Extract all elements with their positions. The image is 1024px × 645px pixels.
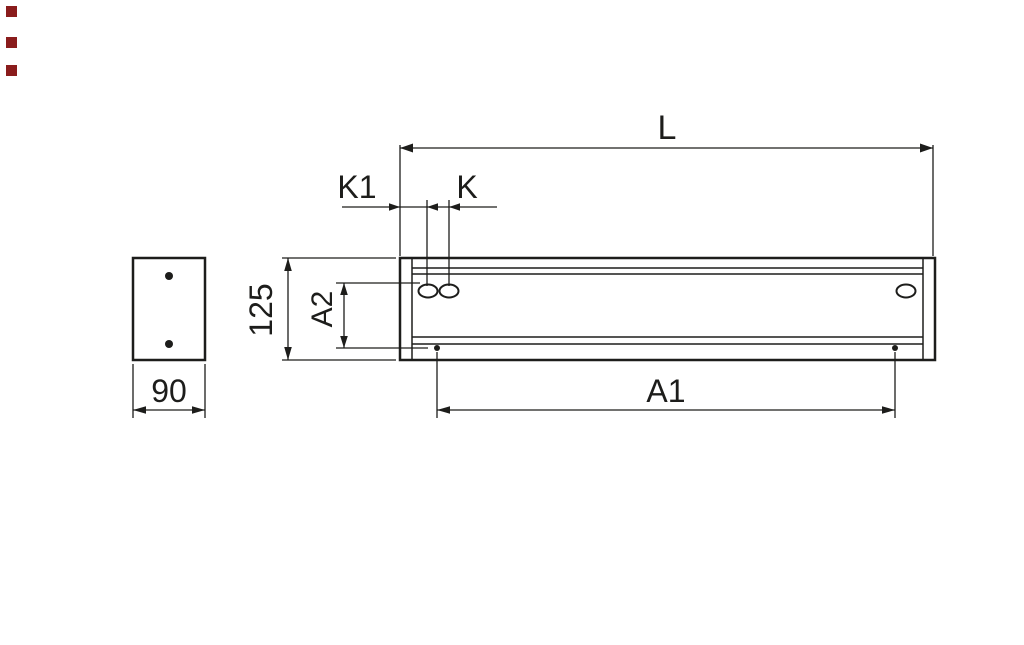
length-dimension-l: L xyxy=(399,109,934,256)
k-label: K xyxy=(456,169,477,205)
arrowhead-bottom xyxy=(340,336,348,348)
fixing-hole-left xyxy=(434,345,440,351)
arrowhead-hole-1 xyxy=(427,203,438,211)
arrowhead-right xyxy=(882,406,895,414)
side-view-outline xyxy=(398,256,937,362)
height-dimension-125: 125 xyxy=(243,257,396,361)
length-label: L xyxy=(658,109,677,147)
red-marker-1 xyxy=(6,6,17,17)
red-marker-2 xyxy=(6,37,17,48)
arrowhead-bottom xyxy=(284,347,292,360)
end-view xyxy=(131,256,207,362)
arrowhead-hole-2 xyxy=(449,203,460,211)
arrowhead-top xyxy=(340,283,348,295)
width-dimension-90: 90 xyxy=(132,364,206,418)
k1-k-dimension: K1 K xyxy=(337,169,497,286)
arrowhead-left xyxy=(133,406,146,414)
k1-label: K1 xyxy=(337,169,376,205)
a1-label: A1 xyxy=(646,373,685,409)
arrowhead-right xyxy=(920,143,933,153)
width-label: 90 xyxy=(151,373,187,409)
a2-dimension: A2 xyxy=(306,282,428,349)
end-view-hole-bottom xyxy=(165,340,173,348)
arrowhead-left xyxy=(400,143,413,153)
mounting-slot-left-2 xyxy=(438,283,460,299)
arrowhead-right xyxy=(192,406,205,414)
corner-markers xyxy=(6,6,17,76)
end-view-hole-top xyxy=(165,272,173,280)
end-view-outline xyxy=(131,256,207,362)
arrowhead-top xyxy=(284,258,292,271)
fixing-hole-right xyxy=(892,345,898,351)
red-marker-3 xyxy=(6,65,17,76)
height-label: 125 xyxy=(243,283,279,336)
a2-label: A2 xyxy=(306,291,339,328)
arrowhead-profile-edge xyxy=(389,203,400,211)
mounting-slot-left-1 xyxy=(417,283,439,299)
side-view xyxy=(398,256,937,362)
arrowhead-left xyxy=(437,406,450,414)
a1-dimension: A1 xyxy=(436,352,896,418)
mounting-slot-right xyxy=(895,283,917,299)
